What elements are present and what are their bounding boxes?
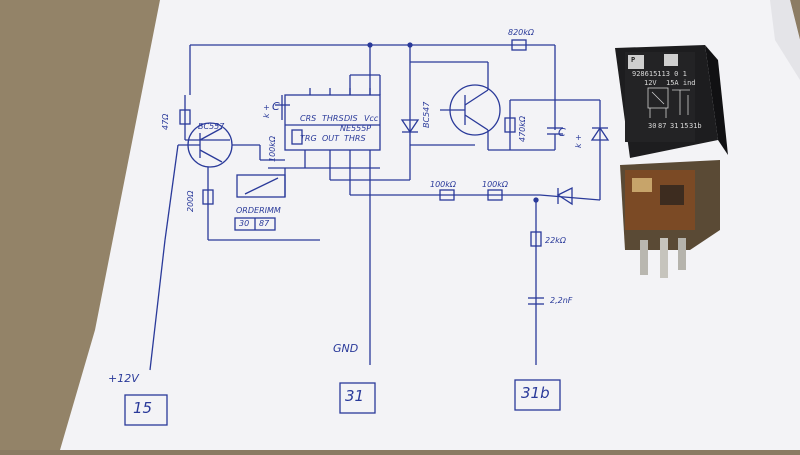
label-r-100-small: 100kΩ: [268, 135, 277, 162]
ic-ne555p-symbol: [284, 94, 381, 151]
label-bc557: BC557: [198, 122, 225, 131]
label-bc547: BC547: [422, 101, 431, 128]
label-r-820k: 820kΩ: [508, 28, 535, 37]
label-terminal-31: 31: [345, 387, 365, 405]
label-terminal-31b: 31b: [521, 384, 550, 402]
label-r-100k-b: 100kΩ: [482, 180, 509, 189]
label-ic-pin-vcc: Vcc: [364, 114, 379, 123]
relay-pin-30: 30: [648, 122, 657, 130]
label-relay-small: ORDERIMM: [236, 206, 281, 215]
label-r-47: 47Ω: [161, 113, 170, 130]
label-k-plus-left: k +: [262, 104, 271, 118]
relay-pin-15: 15: [680, 122, 689, 130]
label-ic-name: NE555P: [340, 124, 372, 133]
label-r-100k-a: 100kΩ: [430, 180, 457, 189]
label-terminal-15: 15: [133, 399, 153, 417]
label-r-22k: 22kΩ: [545, 236, 566, 245]
label-c-22nf: 2,2nF: [550, 296, 573, 305]
label-c-left: C: [272, 100, 280, 113]
relay-pin-87: 87: [658, 122, 667, 130]
label-ic-pin-trg: TRG: [300, 134, 317, 143]
terminal-15-box: [124, 394, 168, 426]
label-relay-pin-87: 87: [259, 219, 270, 228]
label-ic-pin-out: OUT: [322, 134, 340, 143]
label-ic-pin-thrs2: THRS: [344, 134, 366, 143]
label-ic-pin-thrs: THRS: [322, 114, 344, 123]
schematic-drawing: [124, 39, 610, 426]
label-ic-pin-dis: DIS: [344, 114, 358, 123]
label-r-200: 200Ω: [186, 190, 195, 212]
relay-brand-mark: P: [631, 56, 636, 64]
terminal-31-box: [339, 382, 376, 414]
relay-voltage: 12V: [644, 79, 657, 87]
paper-sheet: [60, 0, 800, 450]
terminal-31b-box: [514, 379, 561, 411]
label-supply: +12V: [108, 372, 139, 385]
label-gnd: GND: [333, 342, 359, 355]
relay-pin-31b: 31b: [689, 122, 702, 130]
label-relay-pin-30: 30: [239, 219, 250, 228]
label-c-right: C: [558, 126, 566, 139]
label-r-470k: 470kΩ: [518, 115, 527, 142]
relay-current: 15A ind: [666, 79, 696, 87]
label-ic-pin-crs: CRS: [300, 114, 317, 123]
automotive-relay: [615, 45, 728, 278]
relay-part-number: 928615113 0 1: [632, 70, 687, 78]
relay-pin-31: 31: [670, 122, 679, 130]
label-k-plus-right: k +: [574, 134, 583, 148]
